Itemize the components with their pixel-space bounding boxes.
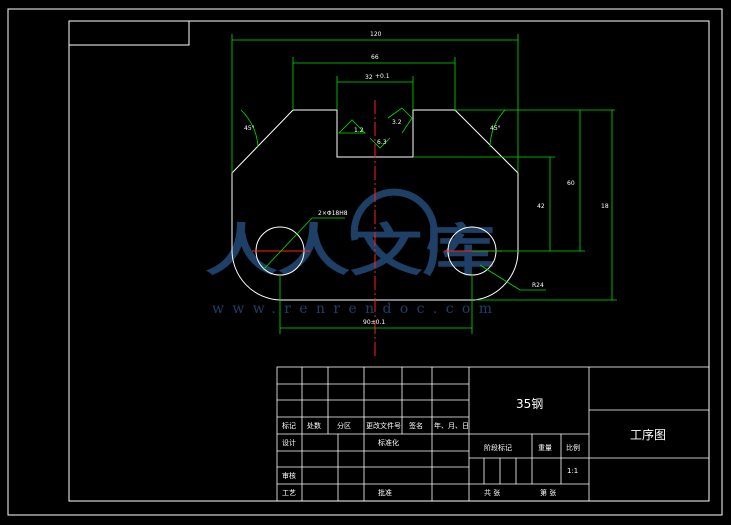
- label-design: 设计: [282, 438, 296, 447]
- sheet-total: 共 张: [484, 488, 500, 497]
- label-standard: 标准化: [378, 438, 399, 447]
- dim-top-width: 66: [371, 54, 379, 61]
- drawing-name: 工序图: [630, 427, 666, 442]
- label-approve: 批准: [378, 488, 392, 497]
- dim-chamfer-left: 45°: [244, 125, 255, 132]
- dim-height-small: 42: [537, 203, 545, 210]
- dim-overall-width: 120: [370, 31, 382, 38]
- label-mark: 标记: [282, 421, 296, 430]
- sheet-no: 第 张: [540, 488, 556, 497]
- dim-radius: R24: [532, 282, 544, 289]
- watermark-url: www.renrendoc.com: [212, 301, 492, 317]
- rough-bottom: 6.3: [377, 139, 387, 146]
- label-change-doc: 更改文件号: [366, 421, 401, 430]
- watermark: 人人文库 www.renrendoc.com: [205, 188, 495, 317]
- label-sign: 签名: [409, 421, 423, 430]
- dim-slot-width: 32: [365, 74, 373, 81]
- label-scale: 比例: [566, 443, 580, 452]
- label-process: 工艺: [282, 489, 296, 497]
- material: 35钢: [516, 397, 543, 411]
- label-review: 审核: [282, 471, 296, 480]
- dim-hole: 2×Φ18H8: [318, 210, 348, 217]
- label-date: 年、月、日: [434, 421, 469, 430]
- title-block-grid: [276, 366, 710, 502]
- rough-right: 3.2: [392, 119, 402, 126]
- label-stage: 阶段标记: [484, 443, 512, 452]
- corner-label-box: [68, 20, 190, 46]
- label-weight: 重量: [538, 444, 552, 452]
- label-count: 处数: [307, 421, 321, 430]
- dim-chamfer-right: 45°: [490, 125, 501, 132]
- watermark-swoosh: [350, 188, 438, 252]
- scale-value: 1:1: [567, 467, 578, 475]
- dim-height-mid: 60: [567, 180, 575, 187]
- title-block-texts: 标记 处数 分区 更改文件号 签名 年、月、日 设计 标准化 审核 工艺 批准 …: [282, 397, 666, 497]
- dimension-lines: [231, 34, 617, 334]
- dim-height-large: 18: [601, 203, 609, 210]
- label-zone: 分区: [337, 421, 351, 430]
- rough-left: 1.2: [354, 127, 364, 134]
- dim-slot-tol: +0.1: [375, 73, 390, 80]
- part-outline: [231, 109, 519, 301]
- dim-hole-spacing: 90±0.1: [363, 319, 385, 326]
- outer-frame: [7, 8, 723, 516]
- dimension-texts: 120 66 32 +0.1 45° 45° 42 60 18 2×Φ18H8 …: [244, 31, 609, 326]
